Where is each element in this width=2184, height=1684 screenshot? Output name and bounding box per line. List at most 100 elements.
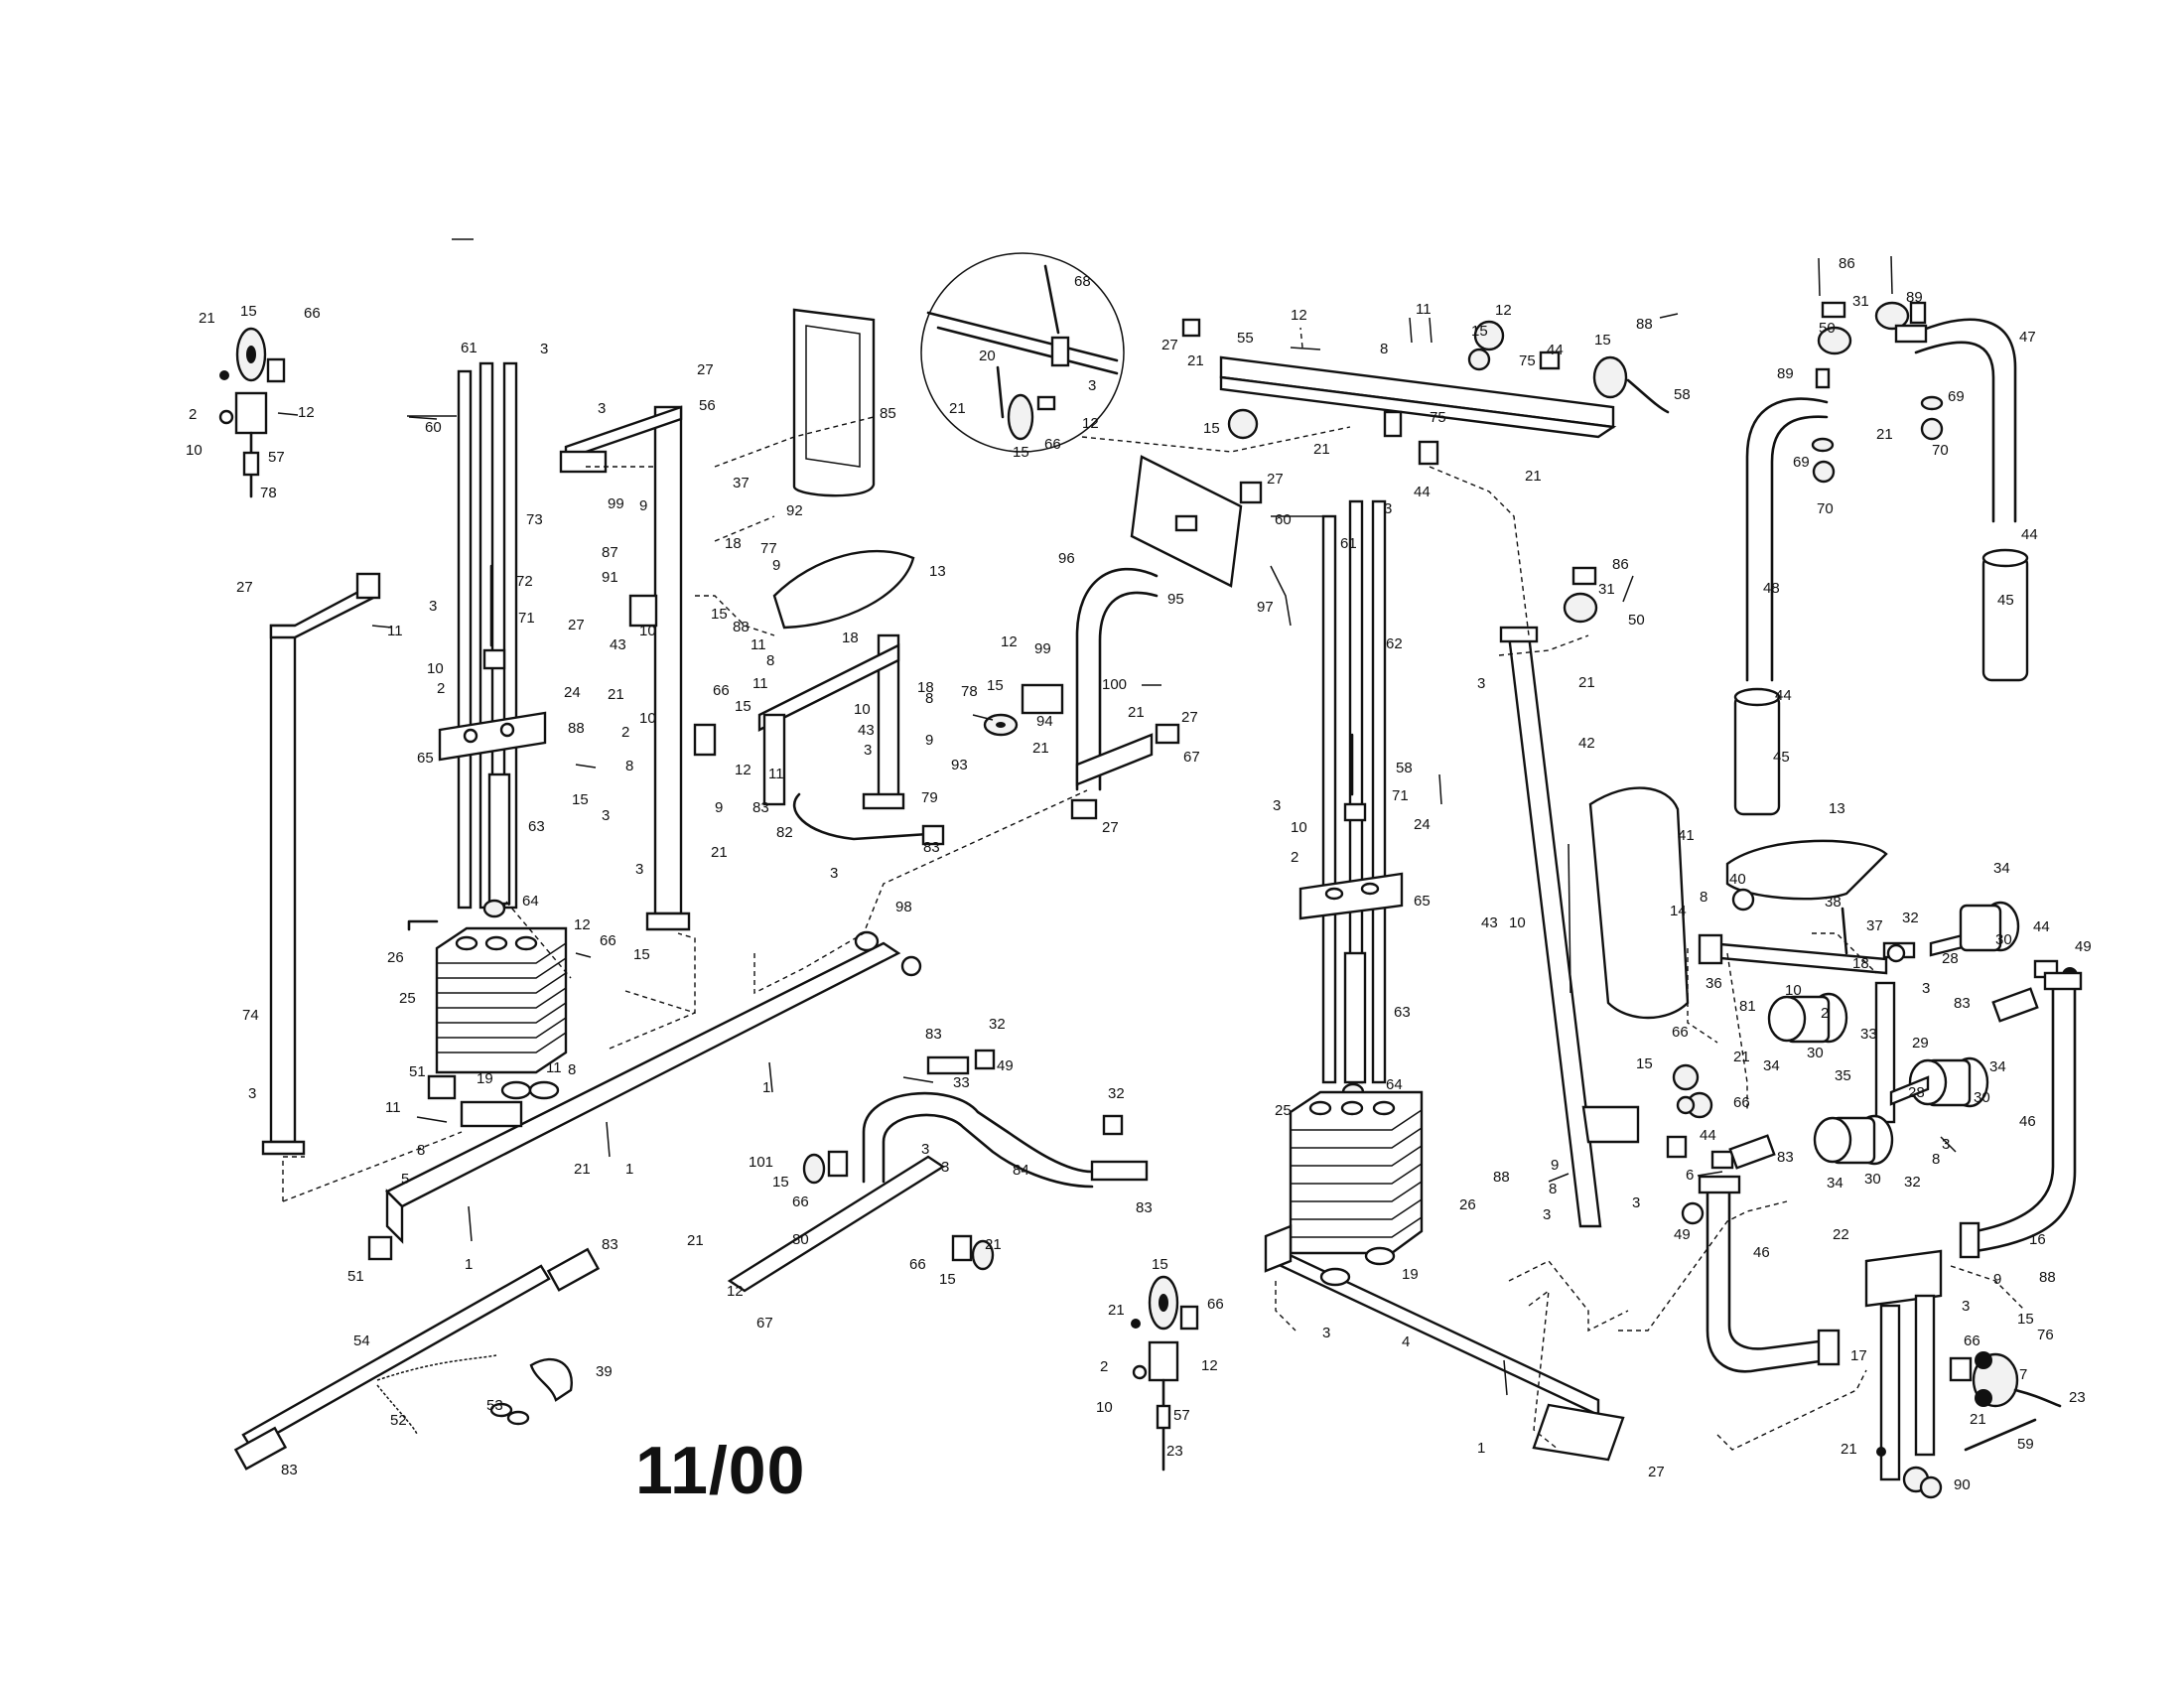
part-callout-c-83f: 83 xyxy=(281,1462,298,1478)
part-callout-c-10a: 10 xyxy=(186,442,203,459)
part-callout-c-89a: 89 xyxy=(1906,289,1923,306)
part-callout-c-79: 79 xyxy=(921,789,938,806)
part-callout-c-44d: 44 xyxy=(2021,526,2038,543)
part-callout-c-15d: 15 xyxy=(735,698,751,715)
part-callout-c-8d: 8 xyxy=(568,1061,576,1078)
part-callout-c-8e: 8 xyxy=(417,1142,425,1159)
part-callout-c-29: 29 xyxy=(1912,1035,1929,1052)
part-callout-c-99a: 99 xyxy=(608,495,624,512)
part-callout-c-19a: 19 xyxy=(477,1070,493,1087)
part-callout-c-18c: 18 xyxy=(917,679,934,696)
part-callout-c-66e: 66 xyxy=(792,1193,809,1210)
part-callout-c-32a: 32 xyxy=(989,1016,1006,1033)
part-callout-c-32c: 32 xyxy=(1902,910,1919,926)
part-callout-c-53: 53 xyxy=(486,1397,503,1414)
part-callout-c-15l: 15 xyxy=(1594,332,1611,349)
part-callout-c-15b: 15 xyxy=(572,791,589,808)
weight-stack-right xyxy=(1289,1090,1424,1255)
part-callout-c-66j: 66 xyxy=(1964,1333,1980,1349)
part-callout-c-26b: 26 xyxy=(1459,1196,1476,1213)
part-callout-c-3s: 3 xyxy=(1942,1136,1950,1153)
part-callout-c-43b: 43 xyxy=(858,722,875,739)
part-callout-c-13b: 13 xyxy=(1829,800,1845,817)
part-callout-c-71b: 71 xyxy=(1392,787,1409,804)
part-callout-c-55: 55 xyxy=(1237,330,1254,347)
part-callout-c-71a: 71 xyxy=(518,610,535,627)
part-callout-c-21e: 21 xyxy=(1032,740,1049,757)
part-callout-c-34a: 34 xyxy=(1993,860,2010,877)
part-callout-c-73: 73 xyxy=(526,511,543,528)
part-callout-c-80: 80 xyxy=(792,1231,809,1248)
part-callout-c-2c: 2 xyxy=(621,724,629,741)
part-callout-c-21l: 21 xyxy=(1313,441,1330,458)
part-callout-c-3m: 3 xyxy=(1273,797,1281,814)
part-callout-c-15n: 15 xyxy=(1636,1055,1653,1072)
date-stamp: 11/00 xyxy=(635,1433,806,1508)
arm-96-plate-95 xyxy=(1070,455,1292,820)
column-56 xyxy=(559,405,717,931)
leg-cam-assembly xyxy=(1864,1249,2062,1499)
part-callout-c-10g: 10 xyxy=(1291,819,1307,836)
part-callout-c-57a: 57 xyxy=(268,449,285,466)
part-callout-c-61b: 61 xyxy=(1340,535,1357,552)
part-callout-c-39: 39 xyxy=(596,1363,613,1380)
part-callout-c-2b: 2 xyxy=(437,680,445,697)
part-callout-c-21o: 21 xyxy=(1733,1049,1750,1065)
part-callout-c-83a: 83 xyxy=(752,799,769,816)
part-callout-c-83b: 83 xyxy=(923,839,940,856)
part-callout-c-35: 35 xyxy=(1835,1067,1851,1084)
part-callout-c-45b: 45 xyxy=(1773,749,1790,766)
part-callout-c-12a: 12 xyxy=(298,404,315,421)
part-callout-c-15g: 15 xyxy=(633,946,650,963)
part-callout-c-10b: 10 xyxy=(427,660,444,677)
part-callout-c-21b: 21 xyxy=(608,686,624,703)
part-callout-c-27f: 27 xyxy=(1102,819,1119,836)
leg-uprights-46 xyxy=(1698,971,2083,1373)
weight-stack-left xyxy=(407,919,568,1074)
part-callout-c-2d: 2 xyxy=(1100,1358,1108,1375)
part-callout-c-63b: 63 xyxy=(1394,1004,1411,1021)
part-callout-c-18a: 18 xyxy=(725,535,742,552)
part-callout-c-88b: 88 xyxy=(733,619,750,635)
part-callout-c-60b: 60 xyxy=(1275,511,1292,528)
part-callout-c-37a: 37 xyxy=(733,475,750,491)
part-callout-c-96: 96 xyxy=(1058,550,1075,567)
part-callout-c-43a: 43 xyxy=(610,636,626,653)
part-callout-c-15k: 15 xyxy=(1471,323,1488,340)
part-callout-c-23a: 23 xyxy=(1166,1443,1183,1460)
part-callout-c-12h: 12 xyxy=(1291,307,1307,324)
part-callout-c-67b: 67 xyxy=(756,1315,773,1332)
part-callout-c-50a: 50 xyxy=(1628,612,1645,629)
part-callout-c-21p: 21 xyxy=(1876,426,1893,443)
part-callout-c-94: 94 xyxy=(1036,713,1053,730)
part-callout-c-8g: 8 xyxy=(1549,1181,1557,1197)
part-callout-c-24b: 24 xyxy=(1414,816,1431,833)
part-callout-c-18d: 18 xyxy=(1852,955,1869,972)
part-callout-c-54: 54 xyxy=(353,1333,370,1349)
part-callout-c-10i: 10 xyxy=(1785,982,1802,999)
part-callout-c-3b: 3 xyxy=(429,598,437,615)
part-callout-c-83g: 83 xyxy=(1954,995,1971,1012)
part-callout-c-49c: 49 xyxy=(2075,938,2092,955)
part-callout-c-76: 76 xyxy=(2037,1327,2054,1343)
part-callout-c-8f: 8 xyxy=(1380,341,1388,357)
part-callout-c-32b: 32 xyxy=(1108,1085,1125,1102)
part-callout-c-21d: 21 xyxy=(949,400,966,417)
part-callout-c-3o: 3 xyxy=(1477,675,1485,692)
part-callout-c-92: 92 xyxy=(786,502,803,519)
part-callout-c-44f: 44 xyxy=(2033,918,2050,935)
top-beam-55 xyxy=(1181,318,1670,466)
part-callout-c-74: 74 xyxy=(242,1007,259,1024)
part-callout-c-66g: 66 xyxy=(1207,1296,1224,1313)
part-callout-c-34d: 34 xyxy=(1827,1175,1843,1192)
part-callout-c-83d: 83 xyxy=(1136,1199,1153,1216)
part-callout-c-12g: 12 xyxy=(1201,1357,1218,1374)
part-callout-c-21q: 21 xyxy=(1970,1411,1986,1428)
part-callout-c-12b: 12 xyxy=(735,762,751,778)
detail-inset-circle xyxy=(920,252,1125,453)
part-callout-c-15e: 15 xyxy=(1013,444,1029,461)
part-callout-c-31b: 31 xyxy=(1852,293,1869,310)
part-callout-c-2e: 2 xyxy=(1291,849,1298,866)
part-callout-c-100: 100 xyxy=(1102,676,1127,693)
part-callout-c-8i: 8 xyxy=(1932,1151,1940,1168)
